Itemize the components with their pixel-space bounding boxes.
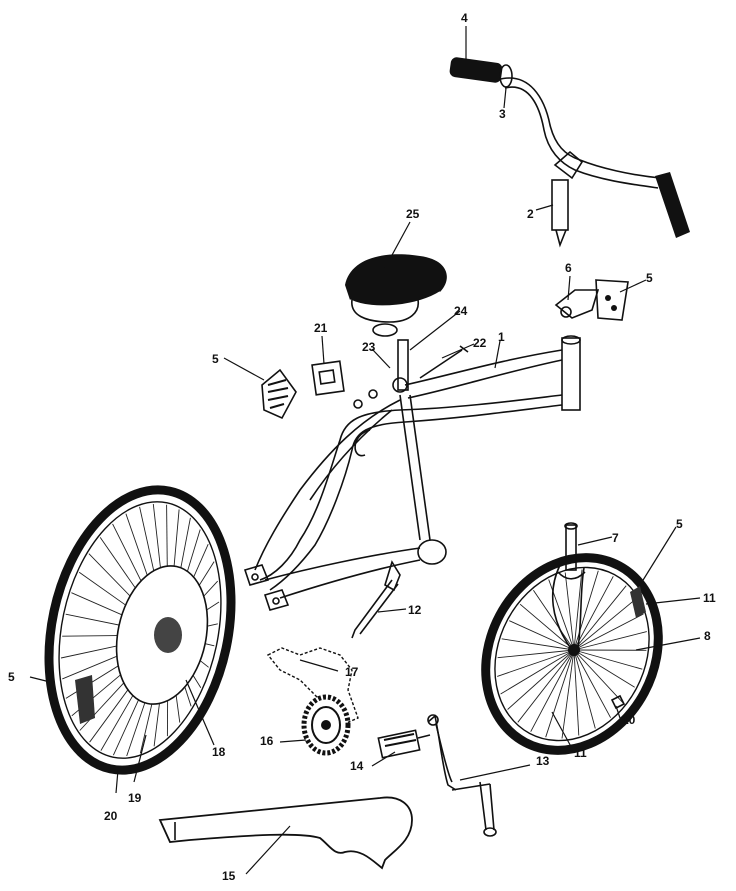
spoke <box>500 649 575 695</box>
label-12: 12 <box>408 603 422 617</box>
spoke <box>573 569 583 651</box>
spoke <box>573 570 599 651</box>
spoke <box>573 613 644 651</box>
spoke <box>497 649 575 677</box>
spoke <box>497 649 575 659</box>
crank <box>427 714 497 837</box>
rear-reflector <box>261 368 297 420</box>
spoke <box>530 649 575 732</box>
spoke <box>519 603 575 651</box>
spoke <box>573 649 625 705</box>
spoke <box>517 649 575 723</box>
chain-guard <box>158 796 413 870</box>
part-number-labels: 4 3 2 25 6 5 24 21 1 23 22 5 5 7 11 12 8… <box>8 11 716 883</box>
spoke <box>573 649 596 729</box>
front-reflector <box>554 279 629 321</box>
frame <box>243 335 581 611</box>
spoke <box>573 649 580 736</box>
spoke <box>573 576 614 651</box>
left-handgrip <box>449 57 503 83</box>
seat-clamp-bolt <box>353 345 469 409</box>
spoke <box>533 590 575 651</box>
spoke <box>573 649 643 670</box>
label-18: 18 <box>212 745 226 759</box>
label-5-rear-reflector: 5 <box>212 352 219 366</box>
spoke <box>507 649 575 710</box>
saddle <box>345 254 447 337</box>
spoke <box>573 649 611 718</box>
chainring-sprocket <box>301 694 351 756</box>
handlebar <box>449 57 690 238</box>
label-5-front-wheel: 5 <box>676 517 683 531</box>
label-17: 17 <box>345 665 359 679</box>
label-5-rear-wheel: 5 <box>8 670 15 684</box>
label-6: 6 <box>565 261 572 275</box>
front-fork <box>551 522 586 651</box>
front-axle-nut <box>610 694 626 710</box>
label-10: 10 <box>622 713 636 727</box>
label-8: 8 <box>704 629 711 643</box>
label-25: 25 <box>406 207 420 221</box>
label-11-lower: 11 <box>574 746 587 760</box>
label-15: 15 <box>222 869 236 883</box>
spoke <box>573 649 635 688</box>
label-5-front-reflector: 5 <box>646 271 653 285</box>
reflector-bracket <box>311 360 345 396</box>
label-1: 1 <box>498 330 505 344</box>
label-7: 7 <box>612 531 619 545</box>
label-2: 2 <box>527 207 534 221</box>
kickstand <box>351 560 401 639</box>
label-13: 13 <box>536 754 550 768</box>
label-24: 24 <box>454 304 468 318</box>
label-21: 21 <box>314 321 328 335</box>
right-handgrip <box>655 172 690 238</box>
spoke <box>564 572 575 651</box>
spoke <box>509 620 575 651</box>
label-16: 16 <box>260 734 274 748</box>
spoke <box>573 585 627 651</box>
label-19: 19 <box>128 791 142 805</box>
spoke <box>501 638 575 651</box>
label-22: 22 <box>473 336 487 350</box>
front-wheel <box>481 553 663 755</box>
spoke <box>573 631 647 651</box>
label-11-upper: 11 <box>703 591 716 605</box>
spoke <box>561 649 575 739</box>
label-14: 14 <box>350 759 364 773</box>
pedal <box>377 729 431 759</box>
spoke <box>545 649 575 738</box>
label-4: 4 <box>461 11 468 25</box>
label-20: 20 <box>104 809 118 823</box>
front-wheel-reflector <box>630 586 646 618</box>
label-23: 23 <box>362 340 376 354</box>
spoke <box>573 598 637 651</box>
rear-wheel <box>44 485 236 775</box>
leader-lines <box>29 26 701 875</box>
label-3: 3 <box>499 107 506 121</box>
